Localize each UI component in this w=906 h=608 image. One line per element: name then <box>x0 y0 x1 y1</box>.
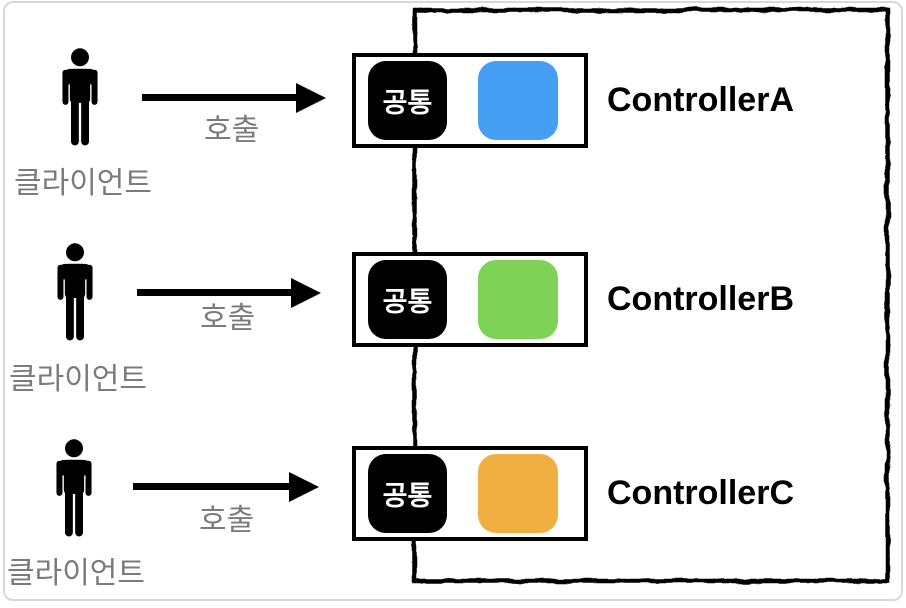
controller-c-box: 공통 <box>352 446 588 541</box>
client-person-icon <box>56 29 104 165</box>
arrowhead-icon <box>296 82 326 113</box>
arrowhead-icon <box>291 277 321 308</box>
common-badge: 공통 <box>368 260 447 339</box>
client-person-icon <box>51 224 99 360</box>
common-badge: 공통 <box>368 454 447 533</box>
controller-b-color-chip <box>478 260 558 339</box>
client-label: 클라이언트 <box>7 557 145 590</box>
call-arrow <box>142 82 326 113</box>
call-label: 호출 <box>199 504 255 537</box>
controller-a-label: ControllerA <box>607 81 794 119</box>
client-label: 클라이언트 <box>14 167 152 200</box>
controller-c-color-chip <box>478 454 558 533</box>
call-label: 호출 <box>200 302 256 335</box>
controller-b-label: ControllerB <box>607 280 794 318</box>
arrowhead-icon <box>289 471 319 502</box>
call-arrow <box>137 277 321 308</box>
controller-b-box: 공통 <box>352 252 588 347</box>
call-label: 호출 <box>204 114 260 147</box>
controller-a-color-chip <box>478 61 558 140</box>
client-label: 클라이언트 <box>9 363 147 396</box>
common-badge: 공통 <box>368 61 447 140</box>
call-arrow <box>133 471 319 502</box>
controller-a-box: 공통 <box>352 53 588 148</box>
controller-c-label: ControllerC <box>607 474 794 512</box>
client-person-icon <box>50 420 98 556</box>
